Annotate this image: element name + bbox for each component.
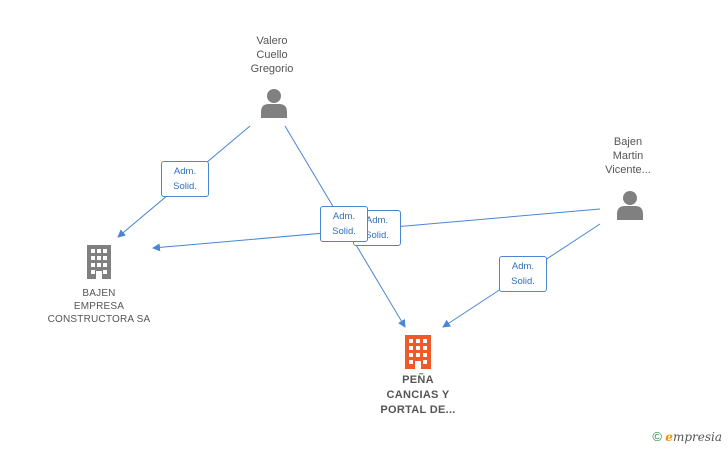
edge-label-type: Solid.: [332, 226, 356, 237]
company-label-pena[interactable]: PEÑA CANCIAS Y PORTAL DE...: [380, 374, 456, 416]
building-icon-main[interactable]: [402, 334, 434, 370]
person-label-valero[interactable]: Valero Cuello Gregorio: [250, 35, 294, 75]
edge-label-valero-pena[interactable]: Adm. Solid.: [320, 206, 368, 242]
edge-label-type: Solid.: [173, 181, 197, 192]
person-icon[interactable]: [616, 190, 644, 220]
edge-label-valero-bajen-empresa[interactable]: Adm. Solid.: [161, 161, 209, 197]
brand-logo-text: mpresia: [672, 430, 722, 444]
edge-label-role: Adm.: [365, 215, 389, 226]
edge-label-role: Adm.: [332, 211, 356, 222]
edge-label-bajen-martin-pena[interactable]: Adm. Solid.: [499, 256, 547, 292]
person-label-bajen-martin[interactable]: Bajen Martin Vicente...: [605, 136, 651, 176]
person-icon[interactable]: [260, 88, 288, 118]
copyright-icon: ©: [652, 429, 662, 444]
brand-logo-e: e: [665, 430, 673, 444]
building-icon[interactable]: [84, 244, 114, 280]
edge-label-type: Solid.: [511, 276, 535, 287]
edge-label-role: Adm.: [173, 166, 197, 177]
company-label-bajen-empresa[interactable]: BAJEN EMPRESA CONSTRUCTORA SA: [47, 288, 151, 325]
brand-watermark: © empresia: [652, 429, 722, 444]
edge-label-type: Solid.: [365, 230, 389, 241]
edge-label-role: Adm.: [511, 261, 535, 272]
